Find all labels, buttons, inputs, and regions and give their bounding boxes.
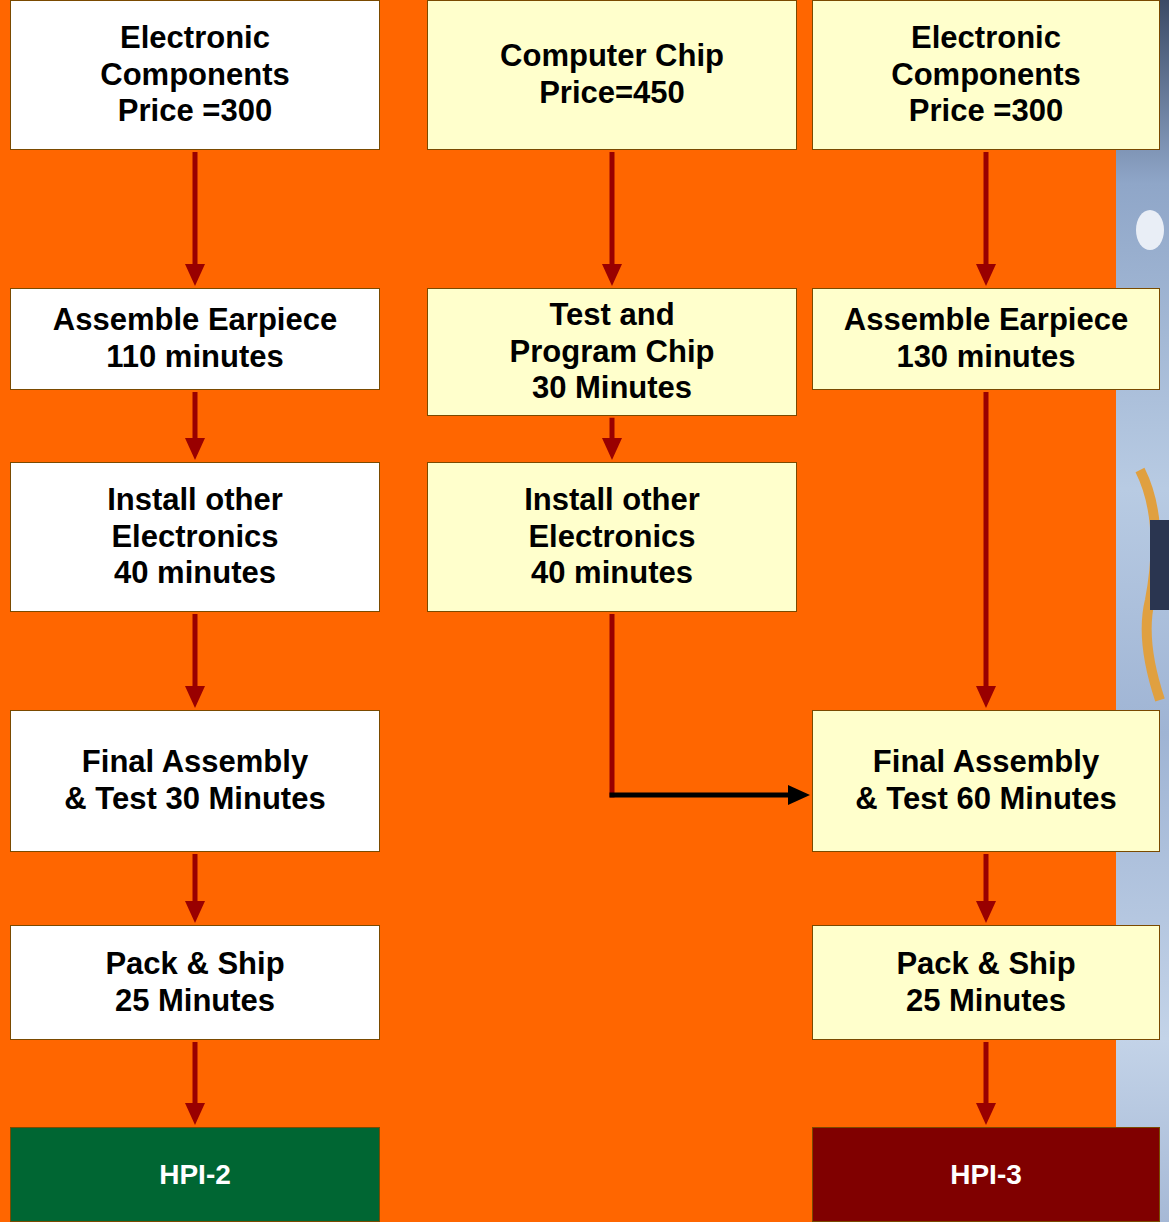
process-box: Electronic ComponentsPrice =300 [812,0,1160,150]
step-name: Install other Electronics [25,482,365,555]
flow-arrow [185,854,205,923]
step-detail: 110 minutes [106,339,283,376]
process-box: Test and Program Chip30 Minutes [427,288,797,416]
step-detail: 25 Minutes [906,983,1066,1020]
flow-arrow [602,152,622,286]
flow-arrow [185,152,205,286]
step-name: Test and Program Chip [495,297,730,370]
process-box: Final Assembly& Test 30 Minutes [10,710,380,852]
flow-arrow [610,614,811,805]
arrow-line [610,418,615,440]
arrow-head [185,686,205,708]
step-name: Electronic Components [30,20,360,93]
photo-detail [1150,520,1169,610]
flow-arrow [976,392,996,708]
flow-arrow [602,418,622,460]
process-box: Electronic ComponentsPrice =300 [10,0,380,150]
arrow-head [602,438,622,460]
arrow-head [976,686,996,708]
step-name: Assemble Earpiece [53,302,337,339]
step-name: Electronic Components [827,20,1145,93]
arrow-head [602,264,622,286]
process-box: Assemble Earpiece110 minutes [10,288,380,390]
step-detail: Price =300 [909,93,1063,130]
product-box: HPI-2 [10,1127,380,1222]
step-name: Pack & Ship [105,946,284,983]
process-box: Install other Electronics40 minutes [10,462,380,612]
arrow-head [185,438,205,460]
flow-arrow [185,1042,205,1125]
step-name: Final Assembly [82,744,308,781]
step-detail: Price =300 [118,93,272,130]
arrow-line [610,793,791,798]
process-box: Assemble Earpiece130 minutes [812,288,1160,390]
arrow-line [193,152,198,266]
arrow-head [185,901,205,923]
flow-arrow [976,854,996,923]
arrow-line [984,152,989,266]
arrow-line [193,854,198,903]
step-detail: 25 Minutes [115,983,275,1020]
step-name: HPI-2 [159,1158,231,1191]
step-detail: 130 minutes [896,339,1075,376]
arrow-head [185,264,205,286]
step-detail: Price=450 [539,75,685,112]
arrow-line [193,1042,198,1105]
arrow-line [193,392,198,440]
process-box: Computer ChipPrice=450 [427,0,797,150]
step-name: Assemble Earpiece [844,302,1128,339]
arrow-line [984,1042,989,1105]
step-detail: & Test 60 Minutes [855,781,1116,818]
arrow-line [984,854,989,903]
arrow-head [976,1103,996,1125]
flow-arrow [185,614,205,708]
step-name: Computer Chip [500,38,724,75]
arrow-head [788,785,810,805]
arrow-head [185,1103,205,1125]
step-name: HPI-3 [950,1158,1022,1191]
step-detail: & Test 30 Minutes [64,781,325,818]
flow-arrow [185,392,205,460]
step-name: Install other Electronics [442,482,782,555]
arrow-head [976,264,996,286]
arrow-head [976,901,996,923]
flow-arrow [976,1042,996,1125]
step-detail: 40 minutes [531,555,693,592]
process-box: Pack & Ship25 Minutes [812,925,1160,1040]
arrow-line [610,614,615,798]
process-box: Install other Electronics40 minutes [427,462,797,612]
process-box: Final Assembly& Test 60 Minutes [812,710,1160,852]
step-name: Pack & Ship [896,946,1075,983]
product-box: HPI-3 [812,1127,1160,1222]
arrow-line [193,614,198,688]
process-box: Pack & Ship25 Minutes [10,925,380,1040]
step-detail: 40 minutes [114,555,276,592]
step-name: Final Assembly [873,744,1099,781]
step-detail: 30 Minutes [532,370,692,407]
photo-detail [1136,210,1164,250]
arrow-line [984,392,989,688]
flow-arrow [976,152,996,286]
arrow-line [610,152,615,266]
